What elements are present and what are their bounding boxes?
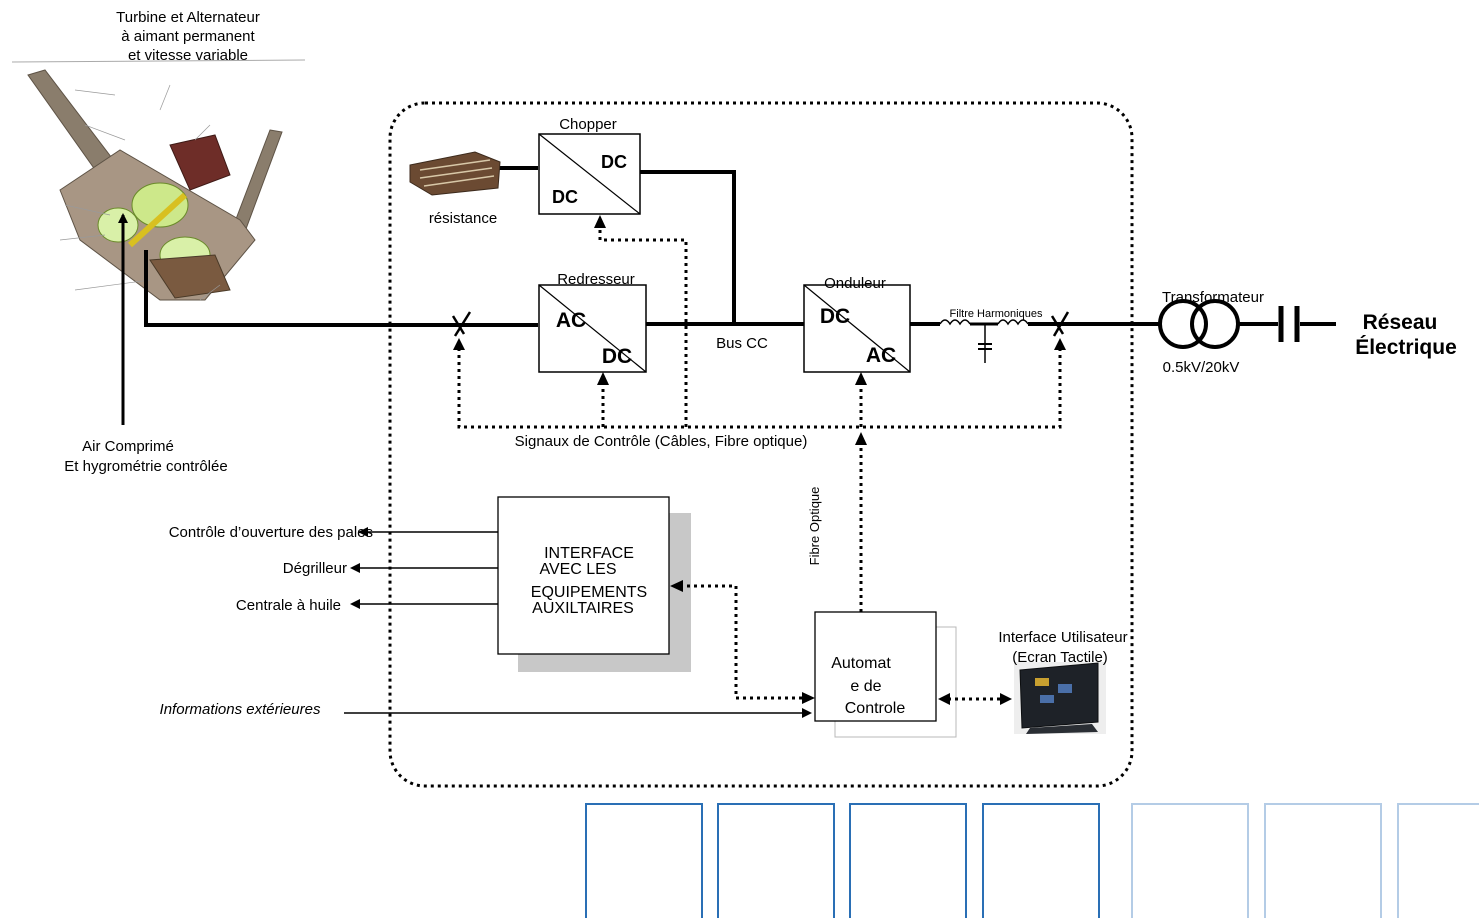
chopper-in-label: DC xyxy=(552,187,578,207)
chopper-title: Chopper xyxy=(559,116,617,133)
grid-label: Réseau Électrique xyxy=(1355,311,1457,359)
svg-text:e de: e de xyxy=(850,678,881,695)
transformer-symbol xyxy=(1160,301,1238,347)
palles-label: Contrôle d’ouverture des pales xyxy=(169,524,373,541)
external-info-label: Informations extérieures xyxy=(160,701,321,718)
svg-text:Électrique: Électrique xyxy=(1355,336,1457,359)
svg-text:Air Comprimé: Air Comprimé xyxy=(82,438,174,455)
svg-text:AUXILTAIRES: AUXILTAIRES xyxy=(532,600,634,617)
user-interface-label: Interface Utilisateur (Ecran Tactile) xyxy=(998,629,1127,666)
svg-text:Automat: Automat xyxy=(831,655,891,672)
inverter-in-label: DC xyxy=(820,305,850,328)
resistance-label: résistance xyxy=(429,210,497,227)
svg-text:EQUIPEMENTS: EQUIPEMENTS xyxy=(531,584,647,601)
main-power-line xyxy=(146,168,1336,325)
rectifier-in-label: AC xyxy=(556,309,586,332)
turbine-title: Turbine et Alternateur à aimant permanen… xyxy=(116,9,260,64)
grid-connection xyxy=(1281,306,1297,342)
decorative-frames xyxy=(586,804,1479,918)
transformer-title: Transformateur xyxy=(1162,289,1264,306)
svg-text:Controle: Controle xyxy=(845,700,906,717)
harmonic-filter xyxy=(940,320,1028,363)
svg-text:Réseau: Réseau xyxy=(1363,311,1438,334)
bus-label: Bus CC xyxy=(716,335,768,352)
fiber-label: Fibre Optique xyxy=(807,487,822,566)
filter-label: Filtre Harmoniques xyxy=(950,308,1043,320)
signals-label: Signaux de Contrôle (Câbles, Fibre optiq… xyxy=(515,433,808,450)
inverter-out-label: AC xyxy=(866,344,896,367)
air-label: Air Comprimé Et hygrométrie contrôlée xyxy=(64,438,227,475)
inverter-title: Onduleur xyxy=(824,275,886,292)
huile-label: Centrale à huile xyxy=(236,597,341,614)
svg-text:(Ecran Tactile): (Ecran Tactile) xyxy=(1012,649,1108,666)
svg-text:AVEC LES: AVEC LES xyxy=(539,561,616,578)
turbine-illustration xyxy=(12,60,305,300)
transformer-ratio: 0.5kV/20kV xyxy=(1163,359,1240,376)
rectifier-title: Redresseur xyxy=(557,271,635,288)
resistance-icon xyxy=(410,152,500,195)
degrilleur-label: Dégrilleur xyxy=(283,560,347,577)
svg-text:à aimant permanent: à aimant permanent xyxy=(121,28,255,45)
svg-text:Interface Utilisateur: Interface Utilisateur xyxy=(998,629,1127,646)
svg-text:Turbine et Alternateur: Turbine et Alternateur xyxy=(116,9,260,26)
touchscreen-icon xyxy=(1014,662,1106,734)
aux-automat-link xyxy=(680,586,806,698)
chopper-out-label: DC xyxy=(601,152,627,172)
svg-text:INTERFACE: INTERFACE xyxy=(544,545,634,562)
svg-text:Et hygrométrie contrôlée: Et hygrométrie contrôlée xyxy=(64,458,227,475)
rectifier-out-label: DC xyxy=(602,345,632,368)
